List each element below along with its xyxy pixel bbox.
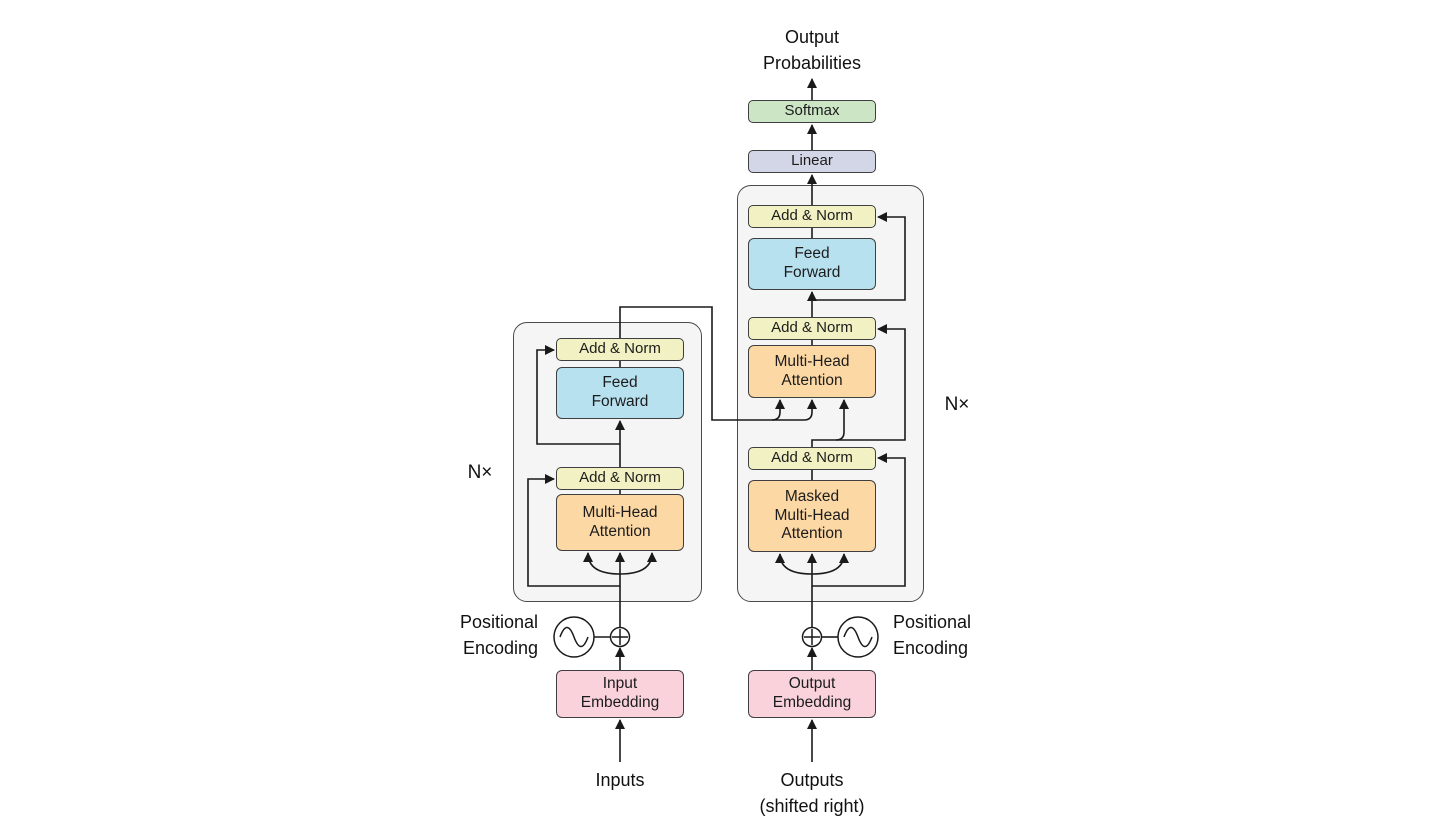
positional-encoding-sine-icon-right (822, 616, 879, 658)
decoder-add-norm-1: Add & Norm (748, 447, 876, 470)
encoder-multi-head-attention-box: Multi-Head Attention (556, 494, 684, 551)
decoder-multi-head-attention-box: Multi-Head Attention (748, 345, 876, 398)
decoder-add-norm-3: Add & Norm (748, 205, 876, 228)
decoder-connections (775, 78, 906, 762)
softmax-box: Softmax (748, 100, 876, 123)
encoder-add-norm-1: Add & Norm (556, 467, 684, 490)
positional-encoding-sine-icon-left (553, 616, 611, 658)
inputs-label: Inputs (595, 770, 645, 790)
encoder-to-decoder-connections (619, 306, 817, 421)
n-times-label-right: N× (944, 394, 970, 415)
encoder-connections (527, 345, 657, 762)
positional-encoding-label-left: Positional Encoding (459, 612, 538, 658)
encoder-feed-forward-box: Feed Forward (556, 367, 684, 419)
decoder-add-norm-2: Add & Norm (748, 317, 876, 340)
output-probabilities-label: Output Probabilities (762, 27, 862, 73)
decoder-feed-forward-box: Feed Forward (748, 238, 876, 290)
encoder-add-norm-2: Add & Norm (556, 338, 684, 361)
n-times-label-left: N× (467, 462, 493, 483)
output-embedding-box: Output Embedding (748, 670, 876, 718)
positional-encoding-label-right: Positional Encoding (893, 612, 972, 658)
plus-circle-icon-right (801, 626, 823, 648)
linear-box: Linear (748, 150, 876, 173)
decoder-masked-multi-head-attention-box: Masked Multi-Head Attention (748, 480, 876, 552)
outputs-label: Outputs (shifted right) (759, 770, 865, 816)
plus-circle-icon-left (609, 626, 631, 648)
input-embedding-box: Input Embedding (556, 670, 684, 718)
